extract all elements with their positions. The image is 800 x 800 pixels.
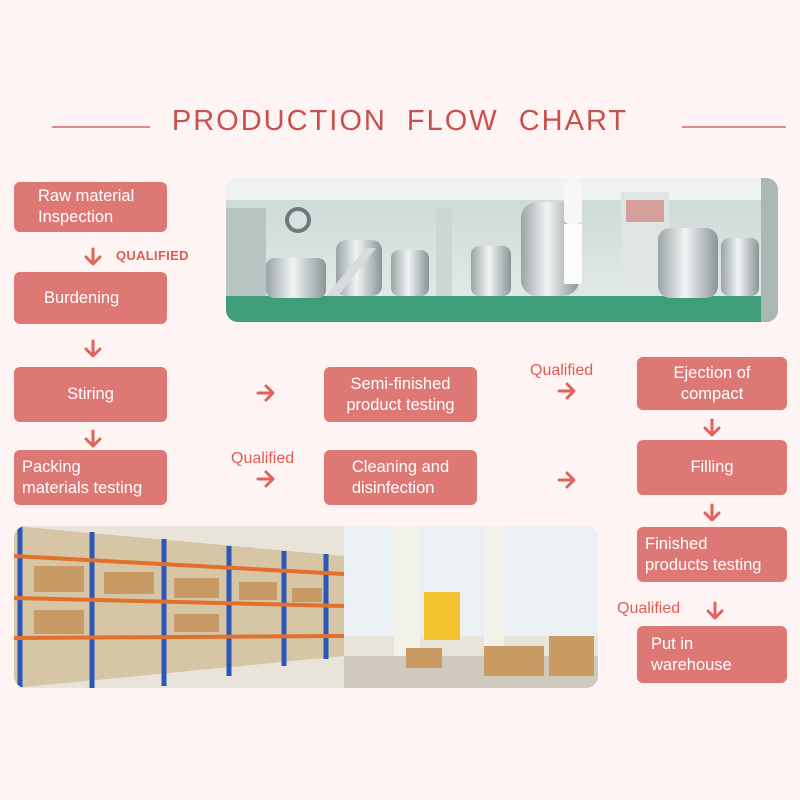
step-raw-material-line1: Raw material	[38, 187, 135, 205]
step-packing-line1: Packing	[22, 457, 81, 476]
arrow-down-icon	[82, 246, 104, 268]
step-ejection-of-compact: Ejection of compact	[637, 357, 787, 410]
step-cleaning-and-disinfection: Cleaning and disinfection	[324, 450, 477, 505]
step-burdening: Burdening	[14, 272, 167, 324]
qualified-label-3: Qualified	[530, 362, 594, 379]
step-filling-label: Filling	[690, 458, 734, 476]
step-stiring: Stiring	[14, 367, 167, 422]
title-rule-right	[682, 126, 786, 128]
step-finished-line2: products testing	[645, 555, 762, 574]
arrow-right-icon	[556, 469, 578, 491]
step-packing-line2: materials testing	[22, 478, 143, 497]
factory-photo	[226, 178, 778, 322]
arrow-right-icon	[255, 382, 277, 404]
step-ejection-line2: compact	[680, 384, 744, 403]
step-ejection-line1: Ejection of	[673, 363, 751, 382]
step-burdening-label: Burdening	[44, 288, 120, 307]
step-warehouse-line2: warehouse	[651, 655, 732, 674]
step-filling: Filling	[637, 440, 787, 495]
title-rule-left	[52, 126, 150, 128]
qualified-label-1: QUALIFIED	[116, 248, 189, 263]
step-put-in-warehouse: Put in warehouse	[637, 626, 787, 683]
arrow-right-icon	[255, 468, 277, 490]
page-title: PRODUCTION FLOW CHART	[171, 105, 629, 137]
arrow-down-icon	[704, 600, 726, 622]
step-packing-materials-testing: Packing materials testing	[14, 450, 167, 505]
step-semi-finished-product-testing: Semi-finished product testing	[324, 367, 477, 422]
arrow-right-icon	[556, 380, 578, 402]
step-finished-line1: Finished	[645, 534, 708, 553]
step-stiring-label: Stiring	[67, 385, 114, 403]
arrow-down-icon	[701, 417, 723, 439]
step-cleaning-line1: Cleaning and	[351, 457, 450, 476]
arrow-down-icon	[82, 338, 104, 360]
step-semi-finished-line1: Semi-finished	[350, 374, 451, 393]
step-semi-finished-line2: product testing	[346, 395, 455, 414]
step-finished-products-testing: Finished products testing	[637, 527, 787, 582]
step-cleaning-line2: disinfection	[351, 478, 435, 497]
arrow-down-icon	[82, 428, 104, 450]
qualified-label-2: Qualified	[231, 450, 295, 467]
arrow-down-icon	[701, 502, 723, 524]
step-warehouse-line1: Put in	[651, 634, 694, 653]
qualified-label-4: Qualified	[617, 600, 681, 617]
warehouse-photo	[14, 526, 598, 688]
step-raw-material-line2: Inspection	[38, 208, 114, 226]
